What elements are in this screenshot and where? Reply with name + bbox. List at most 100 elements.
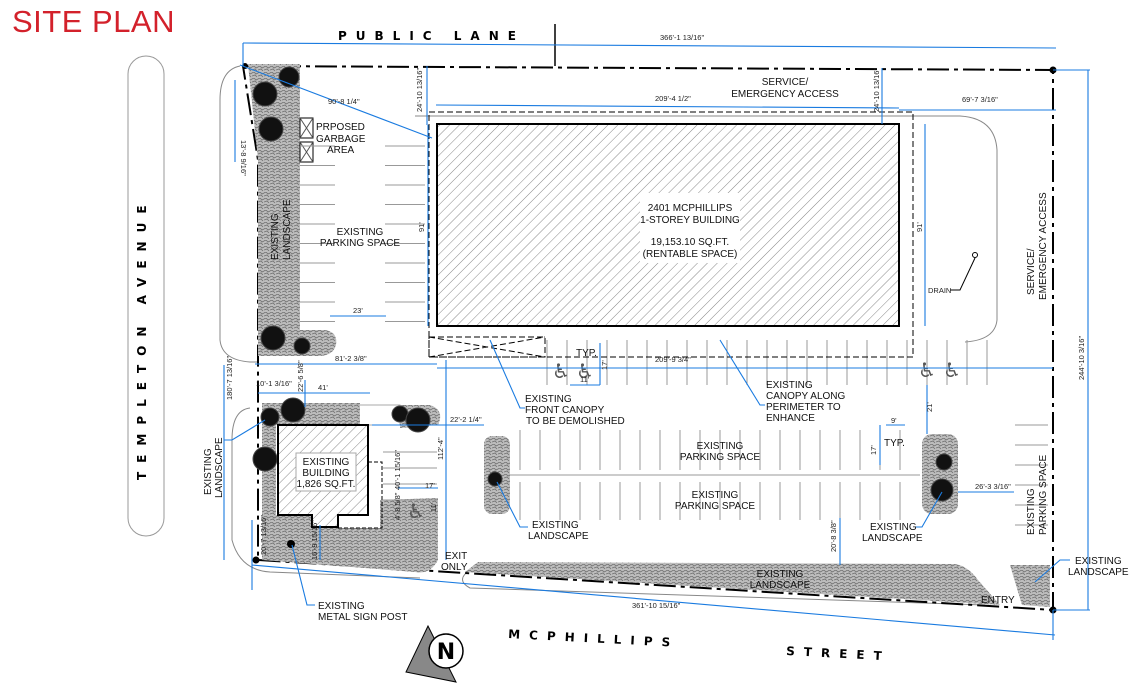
property-line (242, 65, 1054, 612)
landscape-label: LANDSCAPE (214, 437, 225, 498)
drain-icon (972, 252, 978, 258)
landscape-label: EXISTING (532, 520, 579, 531)
service-access-label: SERVICE/ (762, 77, 809, 88)
garbage-label: AREA (327, 145, 355, 156)
dim-stall: 17' (600, 360, 609, 370)
small-building-label: BUILDING (302, 468, 349, 479)
landscape-label: EXISTING (270, 213, 281, 260)
tree-icon (258, 116, 284, 142)
dim-east-overall: 244'-10 3/16" (1077, 336, 1086, 380)
dimension-lines (223, 42, 1090, 640)
north-arrow-icon: N (405, 624, 464, 683)
dim-right-setback: 69'-7 3/16" (962, 95, 998, 104)
dim-stall-typ: 17' (869, 445, 878, 455)
garbage-label: GARBAGE (316, 134, 366, 145)
dim-island-east: 26'-3 3/16" (975, 482, 1011, 491)
drain-label: DRAIN (928, 286, 951, 295)
north-arrow-label: N (437, 640, 455, 665)
dim-stall: 17' (425, 481, 435, 490)
landscape-label: EXISTING (757, 569, 804, 580)
service-access-label: SERVICE/ (1026, 248, 1037, 295)
service-access-label: EMERGENCY ACCESS (731, 89, 839, 100)
canopy-label: CANOPY ALONG (766, 391, 846, 402)
dim-diagonal: 90'-8 1/4" (328, 97, 360, 106)
dim-stall: 11' (429, 502, 438, 512)
dim-top-setback: 24'-10 13/16" (872, 68, 881, 112)
tree-icon (280, 397, 306, 423)
parking-label: PARKING SPACE (675, 501, 756, 512)
landscape-label: LANDSCAPE (862, 533, 923, 544)
labels: PRPOSED GARBAGE AREA SERVICE/ EMERGENCY … (203, 77, 1129, 623)
landscape-label: LANDSCAPE (282, 199, 293, 260)
west-curb (219, 65, 258, 363)
dim-small-north: 22'-6 5/8" (296, 360, 305, 392)
parking-stripes (300, 145, 1048, 526)
dim-bottom-overall: 361'-10 15/16" (632, 601, 681, 610)
exit-label: ONLY (441, 562, 468, 573)
street-label-mcphillips: MCPHILLIPS (508, 627, 680, 650)
dim-left-small: 13'-8 9/16" (239, 140, 248, 176)
accessible-parking-icon: ♿ (552, 359, 570, 383)
building-type: 1-STOREY BUILDING (640, 215, 740, 226)
small-building-label-bg (295, 452, 357, 492)
tree-icon (260, 407, 280, 427)
service-access-label: EMERGENCY ACCESS (1038, 192, 1049, 300)
canopy-label: ENHANCE (766, 413, 815, 424)
leader-lines (224, 339, 1070, 606)
dimension-text: 366'-1 13/16" 209'-4 1/2" 69'-7 3/16" 24… (225, 33, 1086, 610)
building-area: 19,153.10 SQ.FT. (651, 237, 729, 248)
dim-small-offset: 10'-1 3/16" (256, 379, 292, 388)
dim-small-south: 16'-9 15/16" (310, 520, 319, 560)
dim-west-overall: 180'-7 13/16" (225, 356, 234, 400)
dim-front-landscape: 20'-8 3/8" (829, 520, 838, 552)
dim-west-setback: 81'-2 3/8" (335, 354, 367, 363)
exit-label: EXIT (445, 551, 467, 562)
parking-label: EXISTING (692, 490, 739, 501)
typ-label: TYP. (576, 348, 597, 359)
dim-small-east: 22'-2 1/4" (450, 415, 482, 424)
tree-icon (935, 453, 953, 471)
dim-ramp: 4'-8 5/8" (393, 492, 402, 520)
canopy-label: TO BE DEMOLISHED (526, 416, 625, 427)
sign-post-label: METAL SIGN POST (318, 612, 407, 623)
accessible-parking-icon: ♿ (407, 499, 425, 523)
canopy-label: PERIMETER TO (766, 402, 841, 413)
entry-label: ENTRY (981, 595, 1015, 606)
page-title: SITE PLAN (12, 4, 175, 39)
tree-icon (260, 325, 286, 351)
tree-icon (252, 81, 278, 107)
canopy-label: EXISTING (766, 380, 813, 391)
canopy-label: FRONT CANOPY (525, 405, 605, 416)
dim-depth: 91' (915, 222, 924, 232)
small-building-area: 1,826 SQ.FT. (297, 479, 356, 490)
parking-label: EXISTING (697, 441, 744, 452)
tree-icon (487, 471, 503, 487)
parking-label: PARKING SPACE (1038, 454, 1049, 535)
typ-label: TYP. (884, 438, 905, 449)
accessible-parking-icon: ♿ (943, 358, 961, 382)
landscape-label: EXISTING (870, 522, 917, 533)
dim-front-depth: 112'-4" (436, 437, 445, 460)
canopy-label: EXISTING (525, 394, 572, 405)
dim-top-overall: 366'-1 13/16" (660, 33, 704, 42)
landscape-small-building (262, 403, 438, 573)
garbage-bins (299, 117, 314, 163)
parking-label: EXISTING (1026, 488, 1037, 535)
sign-post-label: EXISTING (318, 601, 365, 612)
tree-icon (293, 337, 311, 355)
parking-label: PARKING SPACE (320, 238, 401, 249)
landscape-label: LANDSCAPE (750, 580, 811, 591)
accessible-parking-icon: ♿ (576, 359, 594, 383)
landscape-bottom-strip (465, 562, 1000, 605)
canopy-outline (428, 111, 914, 358)
tree-icon (405, 407, 431, 433)
dim-aisle: 23' (353, 306, 363, 315)
front-canopy-outline (428, 336, 546, 358)
main-building-label-bg (640, 193, 740, 263)
dim-depth: 91' (417, 222, 426, 232)
corner-marker (252, 556, 260, 564)
building-name: 2401 MCPHILLIPS (648, 203, 733, 214)
dim-canopy-gap: 21' (925, 402, 934, 412)
dim-building-width: 209'-4 1/2" (655, 94, 691, 103)
